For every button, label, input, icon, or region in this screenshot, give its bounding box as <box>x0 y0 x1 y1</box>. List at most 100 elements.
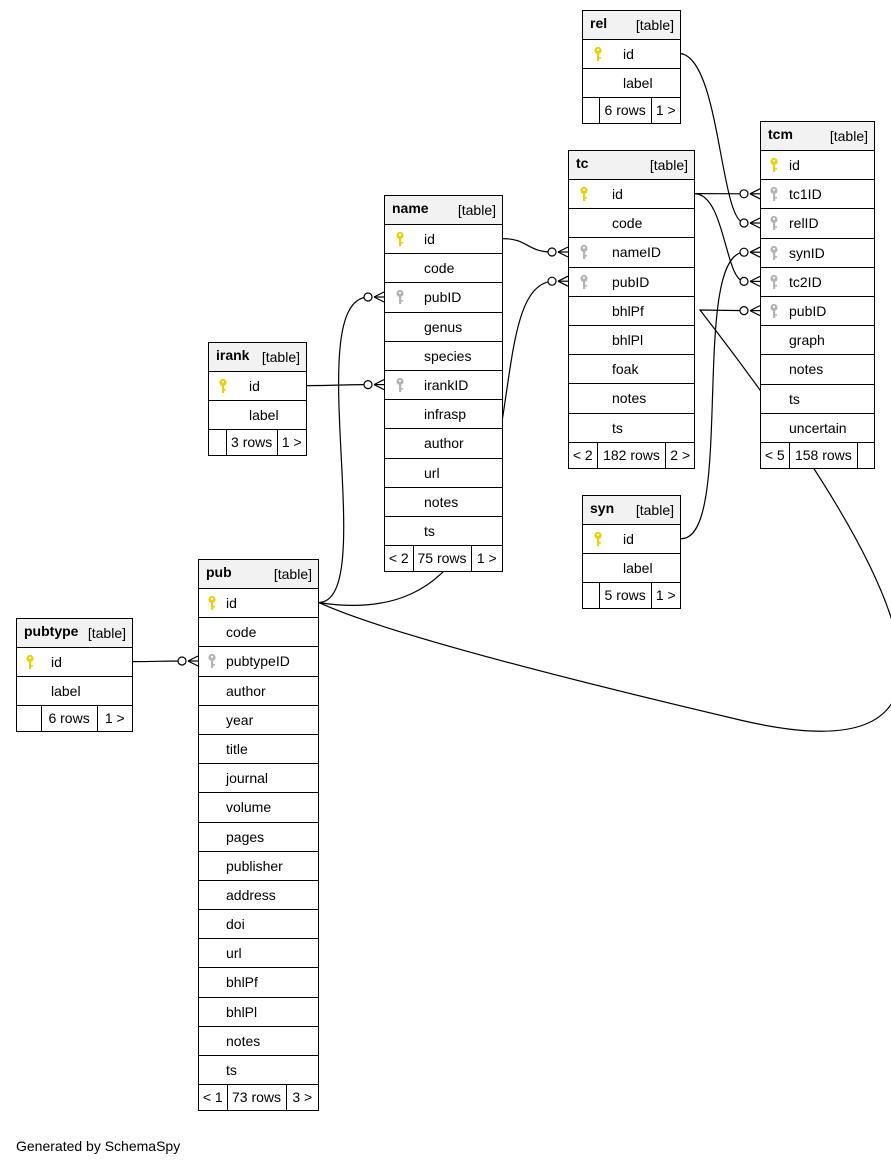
column-row[interactable]: id <box>583 525 680 555</box>
column-row[interactable]: publisher <box>199 852 318 881</box>
column-name: label <box>51 683 81 700</box>
column-row[interactable]: pages <box>199 823 318 852</box>
column-row[interactable]: notes <box>385 488 502 517</box>
column-row[interactable]: infrasp <box>385 400 502 430</box>
column-row[interactable]: id <box>385 225 502 255</box>
column-row[interactable]: pubID <box>569 268 694 297</box>
column-row[interactable]: bhlPf <box>199 968 318 998</box>
column-name: url <box>226 945 242 962</box>
column-row[interactable]: graph <box>761 326 874 356</box>
column-name: bhlPf <box>226 974 258 991</box>
parents-count[interactable]: < 2 <box>569 442 598 468</box>
column-row[interactable]: pubID <box>761 297 874 327</box>
column-row[interactable]: tc2ID <box>761 268 874 297</box>
column-name: graph <box>789 332 825 349</box>
column-row[interactable]: title <box>199 735 318 765</box>
column-row[interactable]: year <box>199 706 318 735</box>
parents-count[interactable]: < 5 <box>761 442 790 468</box>
column-name: id <box>424 231 435 247</box>
column-row[interactable]: code <box>199 618 318 648</box>
column-name: nameID <box>612 244 662 261</box>
column-row[interactable]: ts <box>385 517 502 547</box>
column-row[interactable]: tc1ID <box>761 180 874 210</box>
column-name: pubID <box>424 289 462 306</box>
column-row[interactable]: code <box>569 209 694 239</box>
column-row[interactable]: id <box>209 372 306 402</box>
column-row[interactable]: notes <box>199 1027 318 1056</box>
children-count[interactable]: 1 > <box>655 587 676 604</box>
children-count[interactable]: 1 > <box>476 550 497 567</box>
column-row[interactable]: volume <box>199 793 318 823</box>
column-row[interactable]: foak <box>569 355 694 385</box>
column-row[interactable]: label <box>583 69 680 99</box>
column-row[interactable]: bhlPl <box>199 998 318 1027</box>
column-row[interactable]: bhlPf <box>569 297 694 326</box>
column-row[interactable]: label <box>583 554 680 584</box>
parents-count[interactable]: < 1 <box>199 1085 228 1111</box>
children-count[interactable]: 1 > <box>104 710 125 727</box>
row-count[interactable]: 75 rows <box>414 546 472 572</box>
children-count <box>858 443 874 468</box>
column-row[interactable]: notes <box>569 384 694 414</box>
column-row[interactable]: species <box>385 342 502 371</box>
parents-count <box>583 583 600 609</box>
table-name: tc <box>576 155 589 171</box>
column-name: label <box>623 75 653 92</box>
column-row[interactable]: bhlPl <box>569 326 694 356</box>
column-row[interactable]: url <box>199 939 318 969</box>
column-name: synID <box>789 244 825 261</box>
column-row[interactable]: relID <box>761 209 874 239</box>
column-row[interactable]: address <box>199 881 318 911</box>
column-row[interactable]: id <box>17 648 132 678</box>
column-row[interactable]: ts <box>199 1056 318 1086</box>
children-count[interactable]: 3 > <box>292 1089 313 1106</box>
row-count[interactable]: 73 rows <box>228 1085 287 1111</box>
column-row[interactable]: synID <box>761 239 874 268</box>
row-count[interactable]: 158 rows <box>790 442 859 468</box>
column-row[interactable]: id <box>199 589 318 619</box>
row-count[interactable]: 3 rows <box>227 430 278 456</box>
column-row[interactable]: uncertain <box>761 414 874 443</box>
column-row[interactable]: label <box>209 401 306 431</box>
row-count[interactable]: 182 rows <box>598 442 667 468</box>
column-row[interactable]: author <box>199 677 318 706</box>
column-row[interactable]: ts <box>569 414 694 443</box>
column-row[interactable]: pubtypeID <box>199 647 318 677</box>
column-row[interactable]: id <box>583 40 680 70</box>
column-name: pubtypeID <box>226 653 290 670</box>
column-row[interactable]: irankID <box>385 371 502 401</box>
column-row[interactable]: ts <box>761 385 874 414</box>
children-count[interactable]: 2 > <box>670 446 691 463</box>
column-row[interactable]: nameID <box>569 238 694 268</box>
column-row[interactable]: pubID <box>385 283 502 313</box>
children-count[interactable]: 1 > <box>281 434 302 451</box>
parents-count[interactable]: < 2 <box>385 546 414 572</box>
column-row[interactable]: id <box>569 180 694 210</box>
column-row[interactable]: url <box>385 459 502 488</box>
column-row[interactable]: doi <box>199 910 318 940</box>
row-count[interactable]: 6 rows <box>42 706 98 732</box>
column-row[interactable]: notes <box>761 355 874 385</box>
column-row[interactable]: code <box>385 254 502 284</box>
column-row[interactable]: author <box>385 429 502 459</box>
row-count[interactable]: 5 rows <box>600 583 652 609</box>
children-count[interactable]: 1 > <box>655 102 676 119</box>
table-name: irank <box>216 347 250 363</box>
column-row[interactable]: genus <box>385 313 502 342</box>
column-row[interactable]: id <box>761 151 874 181</box>
column-name: notes <box>424 493 459 510</box>
row-count[interactable]: 6 rows <box>600 98 652 124</box>
column-row[interactable]: journal <box>199 764 318 794</box>
column-row[interactable]: label <box>17 677 132 707</box>
column-name: ts <box>789 390 800 407</box>
